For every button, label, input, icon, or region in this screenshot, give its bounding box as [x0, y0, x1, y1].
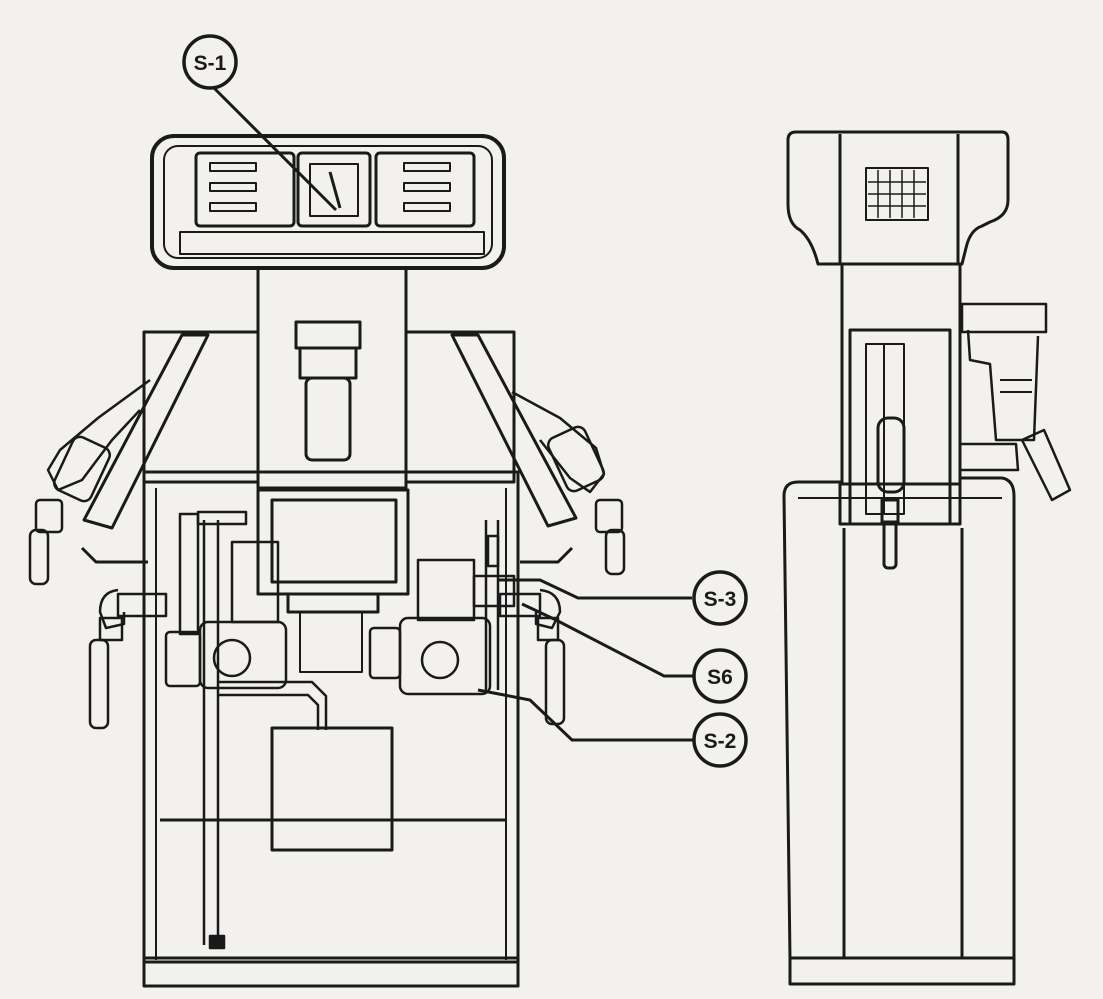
side-head	[786, 130, 1010, 266]
left-pump-assembly	[164, 510, 328, 950]
s3-leader-line	[498, 578, 692, 600]
callouts: S-1 S-3 S6 S-2	[182, 34, 748, 768]
left-lower-nozzle	[88, 588, 168, 730]
s2-callout-label: S-2	[704, 730, 737, 753]
left-upper-nozzle	[28, 378, 151, 586]
s2-callout-circle	[692, 712, 748, 768]
cabinet	[80, 470, 574, 988]
filter-box	[270, 726, 394, 852]
s2-leader-line	[477, 688, 694, 742]
shoulders	[82, 330, 578, 530]
right-pump-assembly	[368, 520, 516, 696]
side-hanging-nozzle	[960, 302, 1072, 502]
side-grille	[868, 170, 926, 218]
s6-callout-label: S6	[707, 666, 733, 689]
s3-callout-circle	[692, 570, 748, 626]
front-view	[28, 134, 626, 988]
s1-callout-circle	[182, 34, 238, 90]
side-cabinet	[782, 476, 1016, 986]
s1-leader-line	[208, 82, 338, 212]
side-view	[782, 130, 1072, 986]
s1-callout-label: S-1	[194, 52, 227, 75]
s3-callout-label: S-3	[704, 588, 737, 611]
s6-leader-line	[521, 602, 694, 678]
s6-callout-circle	[692, 648, 748, 704]
right-upper-nozzle	[511, 390, 626, 576]
